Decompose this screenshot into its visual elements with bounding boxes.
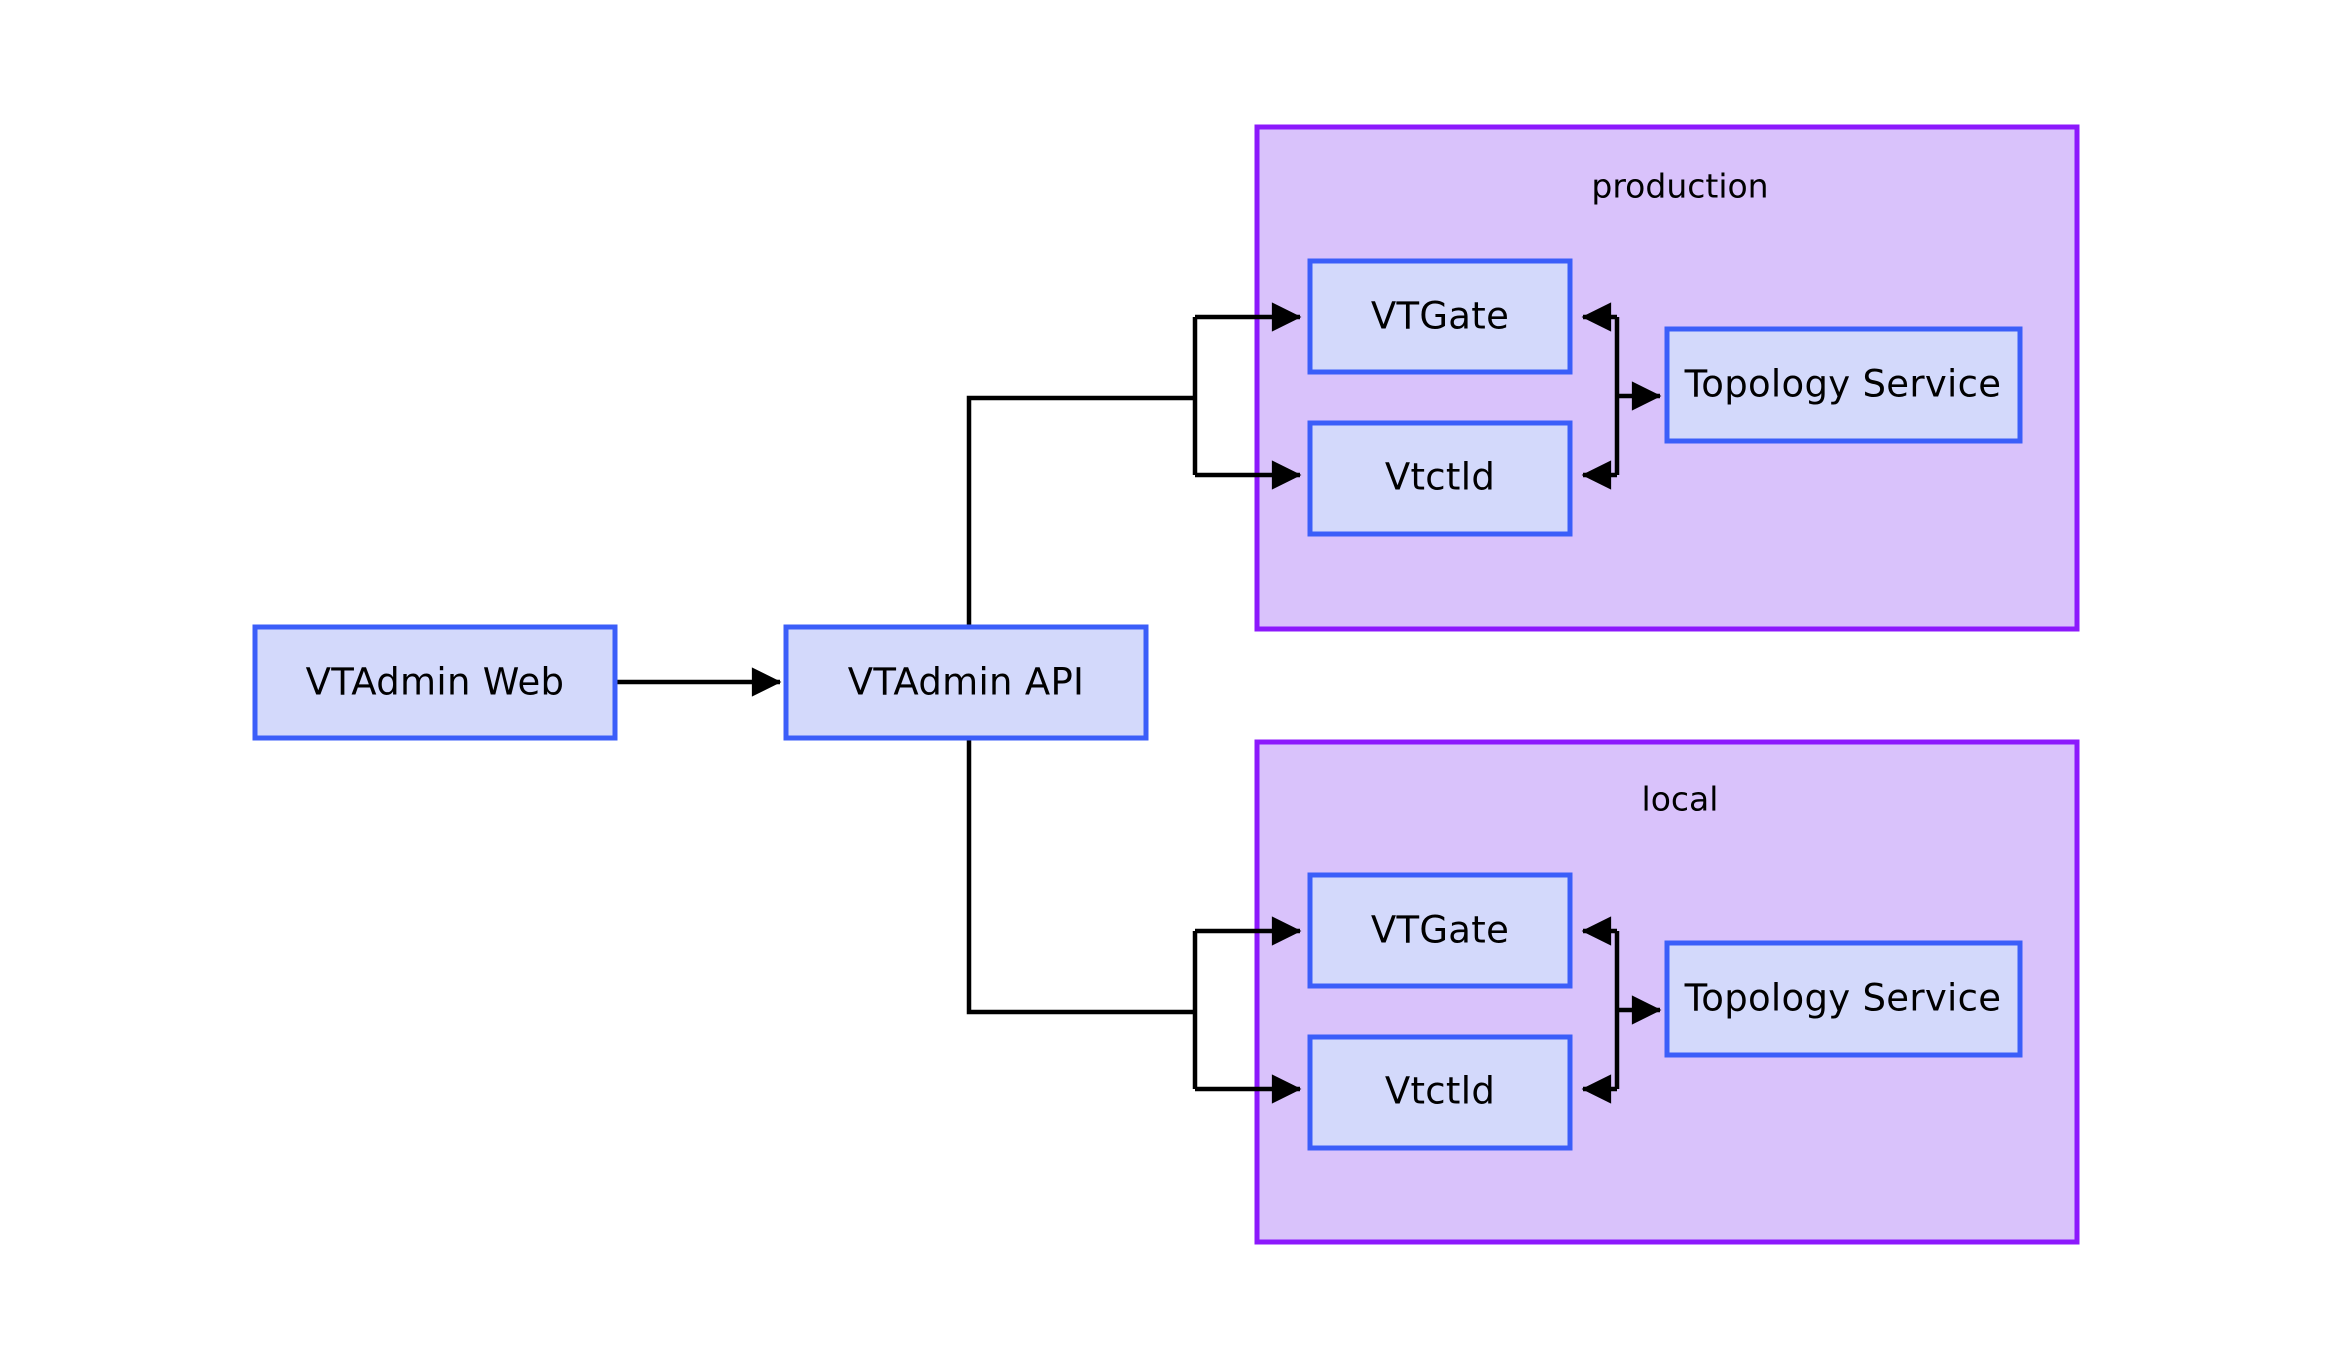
edge-api-to-production-trunk — [966, 395, 1195, 626]
edge-api-to-local-trunk — [966, 739, 1195, 1015]
node-production-vtctld-label: Vtctld — [1385, 456, 1495, 499]
node-vtadmin-web[interactable]: VTAdmin Web — [252, 624, 618, 741]
node-local-topology-service-label: Topology Service — [1684, 977, 2002, 1020]
node-production-topology-service-rect[interactable] — [1664, 326, 2023, 444]
node-vtadmin-api-rect[interactable] — [783, 624, 1149, 741]
node-local-vtctld-rect[interactable] — [1307, 1034, 1573, 1151]
node-local-vtctld-label: Vtctld — [1385, 1070, 1495, 1113]
node-local-topology-service[interactable]: Topology Service — [1664, 940, 2023, 1058]
node-local-vtgate-label: VTGate — [1371, 909, 1509, 952]
node-local-vtctld[interactable]: Vtctld — [1307, 1034, 1573, 1151]
cluster-local-label: local — [1642, 780, 1719, 819]
node-production-vtctld-rect[interactable] — [1307, 420, 1573, 537]
node-local-vtgate-rect[interactable] — [1307, 872, 1573, 989]
node-vtadmin-api[interactable]: VTAdmin API — [783, 624, 1149, 741]
node-production-vtgate-label: VTGate — [1371, 295, 1509, 338]
node-vtadmin-web-label: VTAdmin Web — [306, 661, 565, 704]
node-production-vtctld[interactable]: Vtctld — [1307, 420, 1573, 537]
node-production-vtgate-rect[interactable] — [1307, 258, 1573, 375]
node-vtadmin-web-rect[interactable] — [252, 624, 618, 741]
node-local-vtgate[interactable]: VTGate — [1307, 872, 1573, 989]
node-vtadmin-api-label: VTAdmin API — [848, 661, 1085, 704]
cluster-production-label: production — [1591, 167, 1768, 206]
node-production-topology-service-label: Topology Service — [1684, 363, 2002, 406]
node-local-topology-service-rect[interactable] — [1664, 940, 2023, 1058]
node-production-vtgate[interactable]: VTGate — [1307, 258, 1573, 375]
node-production-topology-service[interactable]: Topology Service — [1664, 326, 2023, 444]
